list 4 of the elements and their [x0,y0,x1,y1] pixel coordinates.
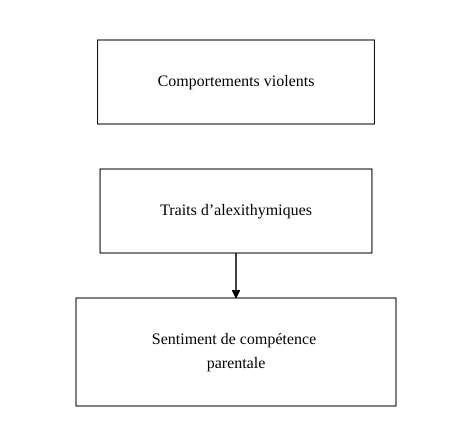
node-box: Traits d’alexithymiques [100,168,372,253]
node-box: Sentiment de compétence parentale [76,297,396,406]
arrow [232,252,240,298]
node-box: Comportements violents [97,39,375,124]
